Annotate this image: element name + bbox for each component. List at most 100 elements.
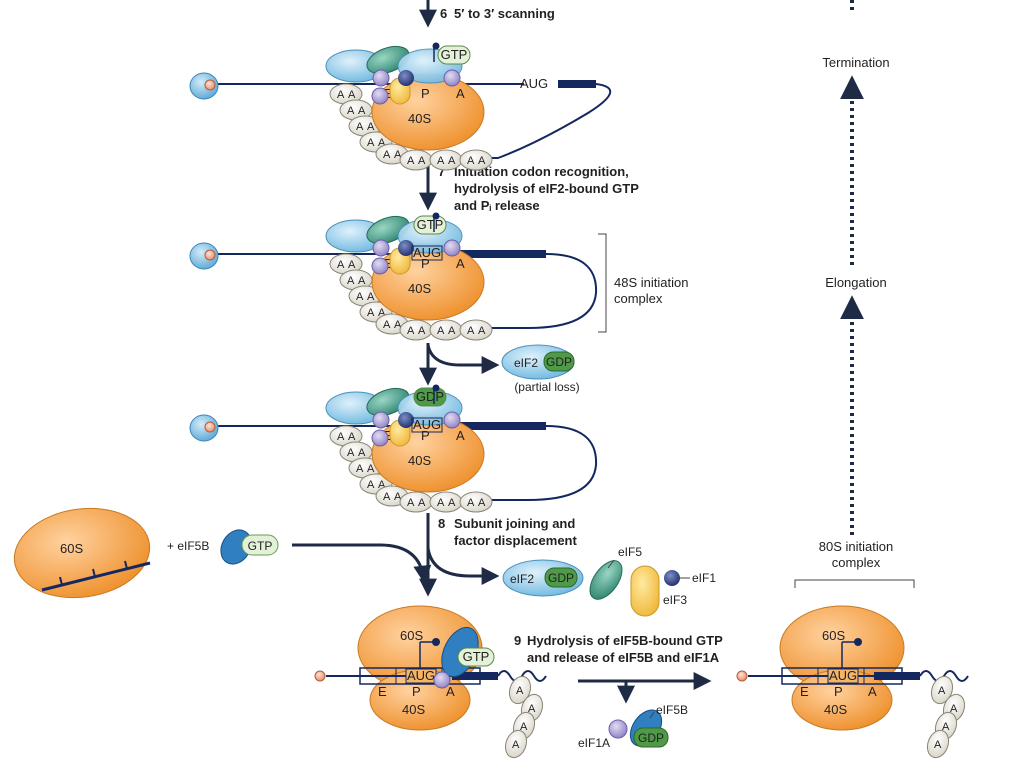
eif4e-cap-binding bbox=[189, 72, 219, 100]
site-e-label: E bbox=[378, 684, 387, 699]
gtp-label: GTP bbox=[441, 47, 468, 62]
subunit-60s-label: 60S bbox=[60, 541, 83, 556]
site-p-label: P bbox=[421, 428, 430, 443]
poly-a-letter: A bbox=[437, 497, 445, 509]
poly-a-letter: A bbox=[367, 463, 375, 475]
eif1 bbox=[443, 411, 461, 429]
eif1a bbox=[372, 69, 390, 87]
poly-a-letter: A bbox=[356, 121, 364, 133]
gtp-label: GTP bbox=[417, 217, 444, 232]
poly-a-letter: A bbox=[347, 105, 355, 117]
step8-line1: Subunit joining and bbox=[454, 516, 575, 531]
nucleotide-pill bbox=[437, 45, 471, 65]
poly-a-letter: A bbox=[467, 497, 475, 509]
eif4e-cap-binding bbox=[189, 414, 219, 442]
poly-a-letter: A bbox=[448, 497, 456, 509]
step6-number: 6 bbox=[440, 6, 447, 21]
poly-a-letter: A bbox=[950, 703, 958, 715]
step7-number: 7 bbox=[438, 164, 445, 179]
site-a-label: A bbox=[456, 256, 465, 271]
site-p-label: P bbox=[412, 684, 421, 699]
step9-number: 9 bbox=[514, 633, 521, 648]
eif4e-cap-binding bbox=[189, 242, 219, 270]
poly-a-letter: A bbox=[938, 685, 946, 697]
poly-a-letter: A bbox=[437, 155, 445, 167]
poly-a-letter: A bbox=[516, 685, 524, 697]
aug-codon-label: AUG bbox=[407, 668, 435, 683]
site-p-label: P bbox=[421, 86, 430, 101]
subunit-40s-label: 40S bbox=[408, 111, 431, 126]
eif1 bbox=[443, 69, 461, 87]
mrna-loop bbox=[458, 425, 598, 501]
released-eif5b-eif1a: GDP eIF5B eIF1A bbox=[578, 703, 688, 750]
poly-a-letter: A bbox=[356, 291, 364, 303]
step7-line1: Initiation codon recognition, bbox=[454, 164, 629, 179]
nucleotide-pill bbox=[413, 387, 447, 407]
released-factors-step8: eIF2 GDP eIF5 eIF3 eIF1 bbox=[502, 545, 716, 617]
coding-region bbox=[874, 672, 920, 680]
trna-head bbox=[432, 42, 440, 50]
step7-line3: and Pᵢ release bbox=[454, 198, 540, 213]
poly-a-letter: A bbox=[478, 497, 486, 509]
subunit-40s-label: 40S bbox=[408, 453, 431, 468]
site-a-label: A bbox=[868, 684, 877, 699]
nucleotide-pill bbox=[413, 215, 447, 235]
gtp-label: GTP bbox=[463, 649, 490, 664]
gdp-label: GDP bbox=[416, 389, 444, 404]
poly-a-letter: A bbox=[367, 307, 375, 319]
gdp-label-1: GDP bbox=[546, 355, 572, 369]
poly-a-letter: A bbox=[418, 325, 426, 337]
released-eif2-gdp-1: eIF2 GDP (partial loss) bbox=[501, 344, 580, 394]
eif1-label: eIF1 bbox=[692, 571, 716, 585]
poly-a-letter: A bbox=[356, 463, 364, 475]
poly-a-letter: A bbox=[407, 497, 415, 509]
pabp: A bbox=[926, 729, 950, 759]
trna-head bbox=[432, 212, 440, 220]
subunit-40s-label: 40S bbox=[402, 702, 425, 717]
poly-a-letter: A bbox=[383, 491, 391, 503]
plus-eif5b-label: + eIF5B bbox=[167, 539, 209, 553]
subunit-60s-free: 60S bbox=[13, 507, 151, 599]
poly-a-letter: A bbox=[418, 497, 426, 509]
pabp: A bbox=[930, 675, 954, 705]
poly-a-letter: A bbox=[347, 447, 355, 459]
poly-a-letter: A bbox=[367, 121, 375, 133]
trna-head bbox=[432, 384, 440, 392]
mrna-loop bbox=[458, 253, 598, 329]
site-e-label: E bbox=[384, 428, 393, 443]
poly-a-letter: A bbox=[528, 703, 536, 715]
subunit-40s-label: 40S bbox=[824, 702, 847, 717]
step6-text: 5′ to 3′ scanning bbox=[454, 6, 555, 21]
poly-a-letter: A bbox=[383, 319, 391, 331]
poly-a-letter: A bbox=[337, 431, 345, 443]
site-p-label: P bbox=[421, 256, 430, 271]
poly-a-letter: A bbox=[942, 721, 950, 733]
eif1a bbox=[371, 257, 389, 275]
eif1 bbox=[398, 412, 414, 428]
eif1a bbox=[433, 671, 451, 689]
elongation-label: Elongation bbox=[825, 275, 886, 290]
poly-a-letter: A bbox=[348, 89, 356, 101]
mrna-cap bbox=[204, 79, 216, 91]
coding-region bbox=[452, 672, 498, 680]
poly-a-letter: A bbox=[358, 105, 366, 117]
poly-a-letter: A bbox=[448, 155, 456, 167]
complex-80s-bracket bbox=[794, 579, 915, 588]
poly-a-letter: A bbox=[467, 155, 475, 167]
coding-region bbox=[558, 80, 596, 88]
eif1a bbox=[372, 411, 390, 429]
poly-a-letter: A bbox=[478, 155, 486, 167]
complex-48s-label-1: 48S initiation bbox=[614, 275, 688, 290]
mrna-cap bbox=[736, 670, 748, 682]
flow-arrows bbox=[292, 0, 712, 704]
poly-a-letter: A bbox=[437, 325, 445, 337]
